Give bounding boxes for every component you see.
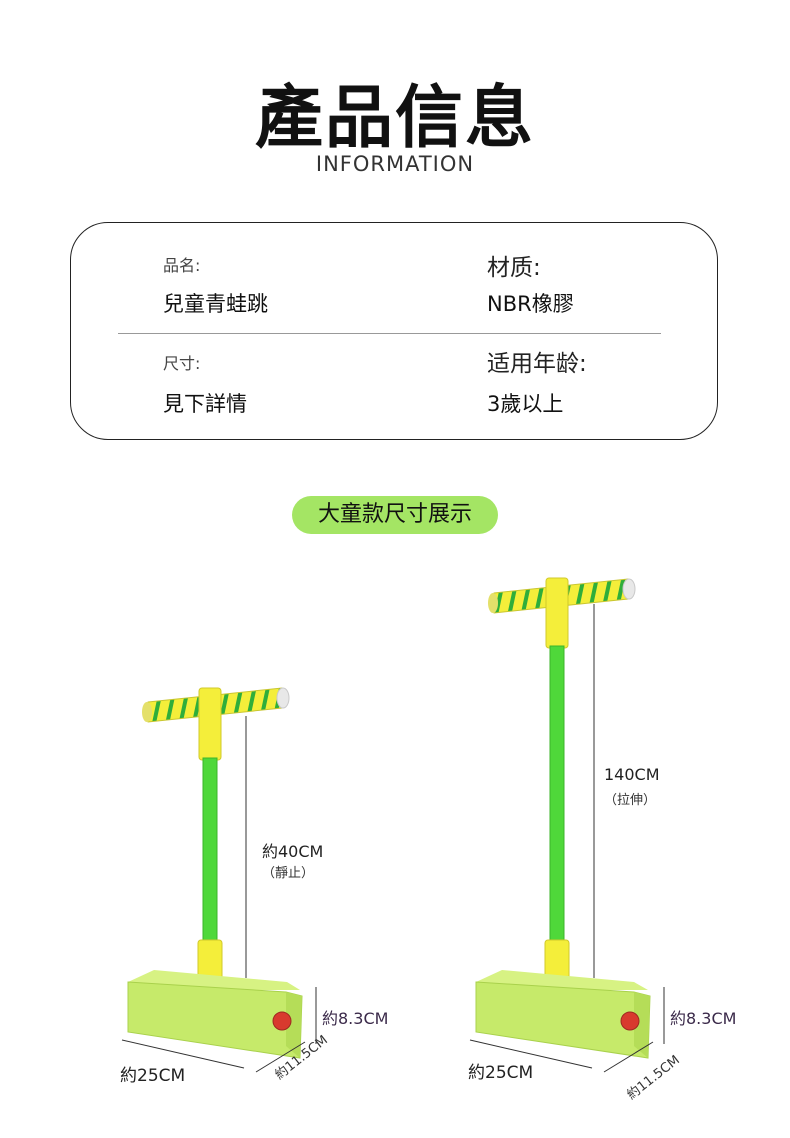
name-value: 兒童青蛙跳: [163, 292, 268, 316]
age-label: 适用年龄:: [487, 351, 587, 377]
right-width-line: [603, 1041, 654, 1073]
left-tube: [202, 757, 218, 945]
size-value: 見下詳情: [163, 392, 247, 416]
material-value: NBR橡膠: [487, 292, 574, 316]
right-height-label: 140CM: [604, 765, 660, 784]
product-info-box: [70, 222, 718, 440]
name-label: 品名:: [163, 256, 201, 275]
right-tube: [549, 645, 565, 945]
left-width-line: [255, 1041, 306, 1073]
right-upper-sleeve: [545, 577, 569, 649]
right-height-note: （拉伸）: [604, 793, 657, 808]
size-label: 尺寸:: [163, 354, 201, 373]
page-subtitle: INFORMATION: [315, 152, 475, 176]
left-pogo-jumper: [121, 687, 317, 1073]
left-base-length-label: 約25CM: [120, 1066, 186, 1086]
info-divider: [118, 333, 661, 334]
right-pogo-jumper: [469, 577, 665, 1073]
left-height-note: （靜止）: [262, 866, 315, 881]
right-base-height-label: 約8.3CM: [670, 1009, 737, 1028]
page-title: 產品信息: [254, 79, 535, 158]
left-length-line: [121, 1039, 245, 1069]
left-height-label: 約40CM: [262, 842, 324, 861]
right-red-button: [620, 1011, 640, 1031]
material-label: 材质:: [487, 255, 541, 281]
left-base-height-label: 約8.3CM: [322, 1009, 389, 1028]
age-value: 3歲以上: [487, 392, 564, 416]
left-upper-sleeve: [198, 687, 222, 761]
left-foam-base: [127, 970, 303, 1059]
left-red-button: [272, 1011, 292, 1031]
section-badge: 大童款尺寸展示: [292, 496, 498, 534]
right-length-line: [469, 1039, 593, 1069]
right-foam-base: [475, 970, 651, 1059]
right-base-length-label: 約25CM: [468, 1063, 534, 1083]
